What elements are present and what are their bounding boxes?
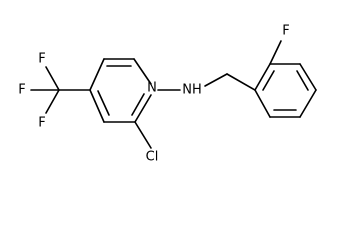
bond-b6-b1 [254,89,271,118]
cf3-fluorine-bottom-label: F [38,116,45,131]
benzene-ring [254,63,317,118]
bond-c6-n1 [134,94,152,123]
bond-cf3-f-top [45,66,60,91]
bond-b3-b4 [299,63,317,91]
bond-nh-to-ch2 [204,73,228,87]
bond-b4-b5 [299,89,317,118]
molecule-structure: N NH Cl F F F F [18,24,317,165]
double-bond-c4-c5 [97,90,110,116]
ring-nitrogen-label: N [147,81,157,96]
double-bond-c6-n1 [131,93,145,116]
chlorine-label: Cl [146,150,159,165]
amine-label: NH [182,83,202,98]
bond-n1-c2 [133,58,152,85]
double-bond-b3-b4 [296,70,309,91]
bond-c-to-cl [134,121,152,149]
bond-ch2-to-phenyl [226,73,256,91]
double-bond-b1-b2 [262,70,275,91]
bond-c3-c4 [89,58,105,91]
bond-c4-c5 [89,89,105,123]
cf3-fluorine-top-label: F [38,52,45,67]
structure-canvas: N NH Cl F F F F [18,24,317,165]
bond-cf3-f-bottom [45,89,60,114]
cf3-fluorine-left-label: F [18,83,25,98]
bond-aryl-to-f [269,40,282,65]
bond-b1-b2 [254,63,271,91]
aryl-fluorine-label: F [282,24,289,39]
pyridine-ring [89,58,152,123]
